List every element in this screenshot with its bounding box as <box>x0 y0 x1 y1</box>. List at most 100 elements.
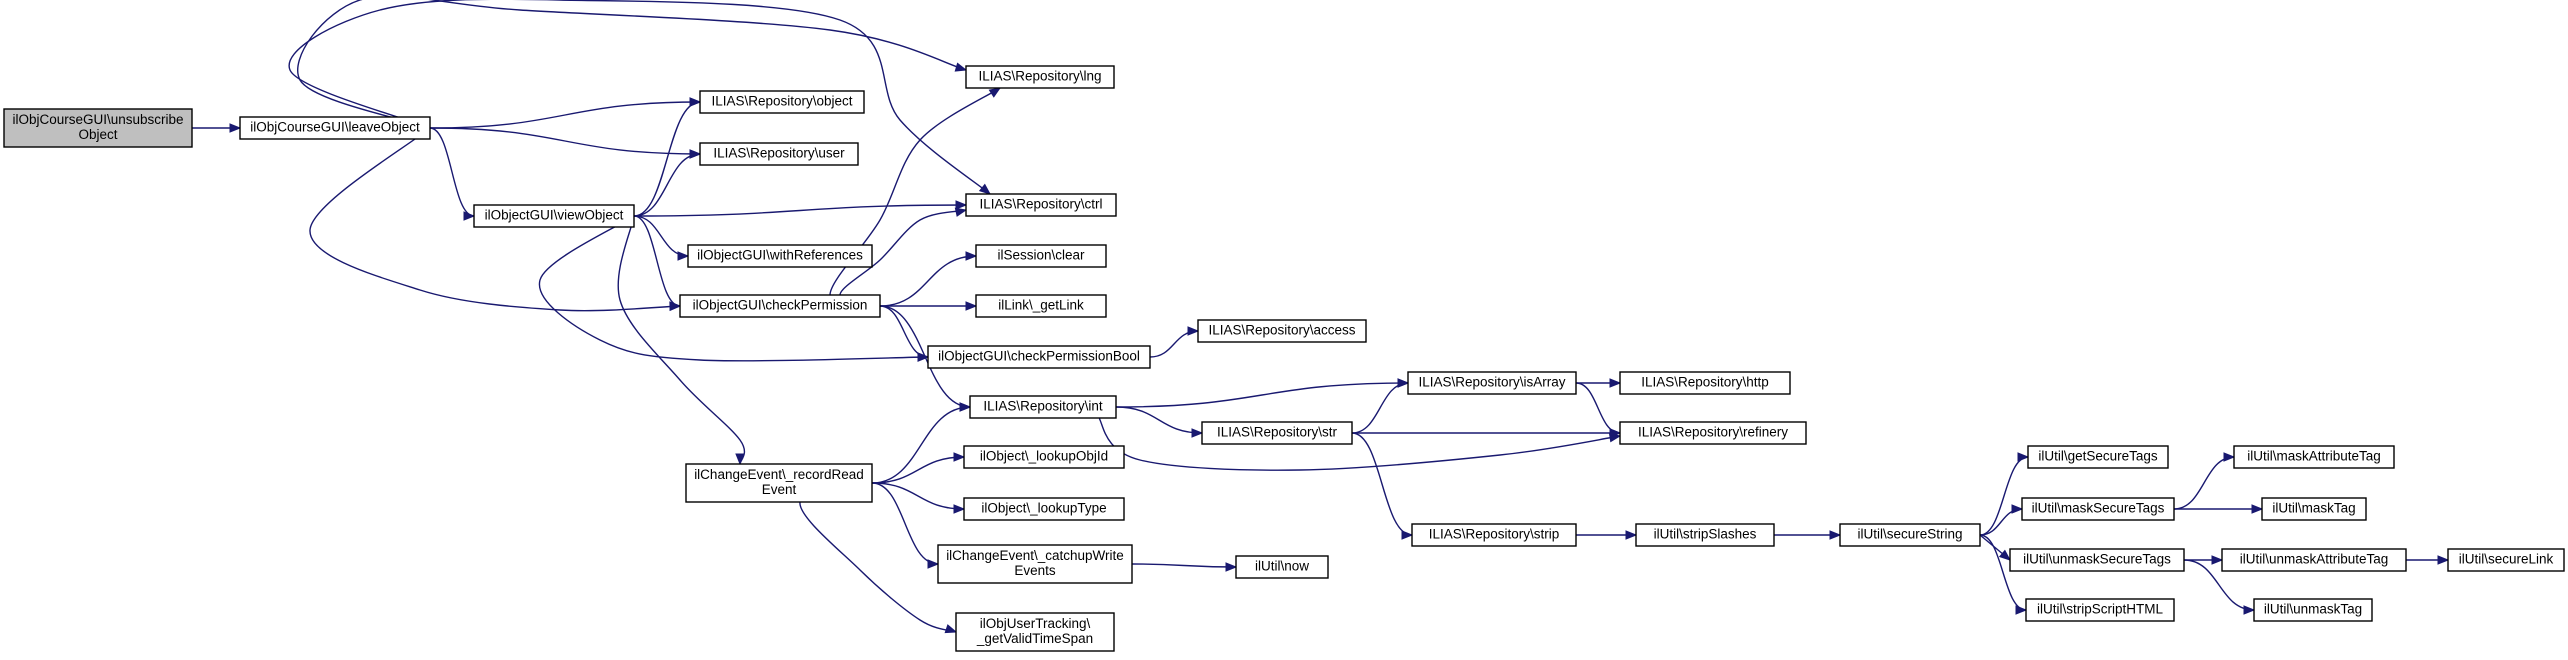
node-label: ilChangeEvent\_recordRead <box>694 467 864 482</box>
edge-int-to-refinery <box>1098 406 1622 471</box>
node-label: ilLink\_getLink <box>998 298 1084 313</box>
edge-catchup-to-now <box>1131 562 1238 572</box>
arrowhead <box>1191 428 1204 438</box>
arrowhead <box>2011 504 2024 514</box>
arrowhead <box>677 251 690 261</box>
node-view[interactable]: ilObjectGUI\viewObject <box>473 204 635 228</box>
arrowhead <box>944 624 958 634</box>
node-box <box>2261 497 2367 521</box>
node-leave[interactable]: ilObjCourseGUI\leaveObject <box>239 116 431 140</box>
node-unmasktag[interactable]: ilUtil\unmaskTag <box>2253 598 2373 622</box>
arrowhead <box>669 301 682 311</box>
node-lookupobj[interactable]: ilObject\_lookupObjId <box>963 445 1125 469</box>
edge-view-to-record <box>617 215 746 466</box>
edge-view-to-checkpermbool <box>538 215 930 362</box>
node-access[interactable]: ILIAS\Repository\access <box>1197 319 1367 343</box>
edge-str-to-refinery <box>1352 428 1622 438</box>
node-label: ilObjectGUI\checkPermission <box>693 298 868 313</box>
node-label: ILIAS\Repository\lng <box>978 69 1101 84</box>
edge-str-to-isarray <box>1351 378 1410 434</box>
arrowhead <box>1829 530 1842 540</box>
node-withref[interactable]: ilObjectGUI\withReferences <box>687 244 873 268</box>
arrowhead <box>2251 504 2264 514</box>
node-str[interactable]: ILIAS\Repository\str <box>1201 421 1353 445</box>
edge-unmaskattr-to-securelink <box>2406 555 2450 565</box>
arrowhead <box>2211 555 2224 565</box>
node-masksecuretags[interactable]: ilUtil\maskSecureTags <box>2021 497 2175 521</box>
node-label: ilObjectGUI\withReferences <box>697 248 863 263</box>
node-box <box>2253 598 2373 622</box>
node-box <box>2021 497 2175 521</box>
node-box <box>2027 445 2169 469</box>
edge-masksecuretags-to-maskattr <box>2173 452 2236 510</box>
node-unmasksecuretags[interactable]: ilUtil\unmaskSecureTags <box>2009 548 2185 572</box>
edge-checkperm-to-checkpermbool <box>879 305 930 362</box>
node-int[interactable]: ILIAS\Repository\int <box>969 395 1117 419</box>
node-box <box>965 65 1115 89</box>
arrowhead <box>965 251 978 261</box>
arrowhead <box>1401 530 1414 540</box>
node-isarray[interactable]: ILIAS\Repository\isArray <box>1407 371 1577 395</box>
node-tracking[interactable]: ilObjUserTracking\_getValidTimeSpan <box>955 612 1115 652</box>
node-securestring[interactable]: ilUtil\secureString <box>1839 523 1981 547</box>
arrowhead <box>1625 530 1638 540</box>
node-label: ilObject\_lookupType <box>981 501 1106 516</box>
node-strip[interactable]: ILIAS\Repository\strip <box>1411 523 1577 547</box>
node-lookuptype[interactable]: ilObject\_lookupType <box>963 497 1125 521</box>
node-label: Events <box>1014 563 1056 578</box>
node-label: ilUtil\unmaskTag <box>2264 602 2362 617</box>
edge-view-to-object <box>633 97 702 217</box>
node-sessclear[interactable]: ilSession\clear <box>975 244 1107 268</box>
arrowhead <box>1187 326 1200 336</box>
arrowhead <box>1225 562 1238 572</box>
node-now[interactable]: ilUtil\now <box>1235 555 1329 579</box>
node-http[interactable]: ILIAS\Repository\http <box>1619 371 1791 395</box>
node-maskattr[interactable]: ilUtil\maskAttributeTag <box>2233 445 2395 469</box>
node-masktag[interactable]: ilUtil\maskTag <box>2261 497 2367 521</box>
node-stripslashes[interactable]: ilUtil\stripSlashes <box>1635 523 1775 547</box>
node-label: ilObjUserTracking\ <box>980 616 1091 631</box>
node-object[interactable]: ILIAS\Repository\object <box>699 90 865 114</box>
node-getsecuretags[interactable]: ilUtil\getSecureTags <box>2027 445 2169 469</box>
node-checkpermbool[interactable]: ilObjectGUI\checkPermissionBool <box>927 345 1151 369</box>
edge-unsub-to-leave <box>191 123 242 133</box>
node-getlink[interactable]: ilLink\_getLink <box>975 294 1107 318</box>
arrowhead <box>2243 605 2256 615</box>
node-box <box>1635 523 1775 547</box>
node-box <box>1201 421 1353 445</box>
node-box <box>965 193 1117 217</box>
edge-stripslashes-to-securestring <box>1774 530 1842 540</box>
edge-securestring-to-unmasksecuretags <box>1979 534 2012 561</box>
edge-securestring-to-stripscript <box>1979 534 2028 615</box>
node-lng[interactable]: ILIAS\Repository\lng <box>965 65 1115 89</box>
node-user[interactable]: ILIAS\Repository\user <box>699 142 859 166</box>
node-refinery[interactable]: ILIAS\Repository\refinery <box>1619 421 1807 445</box>
edge-record-to-lookuptype <box>871 482 966 514</box>
node-label: ilUtil\unmaskAttributeTag <box>2240 552 2389 567</box>
node-box <box>687 244 873 268</box>
node-label: ILIAS\Repository\ctrl <box>979 197 1102 212</box>
node-label: ilUtil\unmaskSecureTags <box>2023 552 2171 567</box>
arrowhead <box>689 97 702 107</box>
node-unmaskattr[interactable]: ilUtil\unmaskAttributeTag <box>2221 548 2407 572</box>
node-stripscript[interactable]: ilUtil\stripScriptHTML <box>2025 598 2175 622</box>
node-box <box>963 497 1125 521</box>
node-label: ilObject\_lookupObjId <box>980 449 1108 464</box>
node-label: ILIAS\Repository\isArray <box>1418 375 1565 390</box>
node-label: ilObjectGUI\viewObject <box>485 208 624 223</box>
node-box <box>1619 421 1807 445</box>
node-label: ILIAS\Repository\user <box>713 146 845 161</box>
node-securelink[interactable]: ilUtil\secureLink <box>2447 548 2565 572</box>
arrowhead <box>689 149 702 159</box>
node-label: ilUtil\maskAttributeTag <box>2247 449 2381 464</box>
node-ctrl[interactable]: ILIAS\Repository\ctrl <box>965 193 1117 217</box>
node-label: ilUtil\stripScriptHTML <box>2037 602 2164 617</box>
node-box <box>937 544 1133 584</box>
node-checkperm[interactable]: ilObjectGUI\checkPermission <box>679 294 881 318</box>
